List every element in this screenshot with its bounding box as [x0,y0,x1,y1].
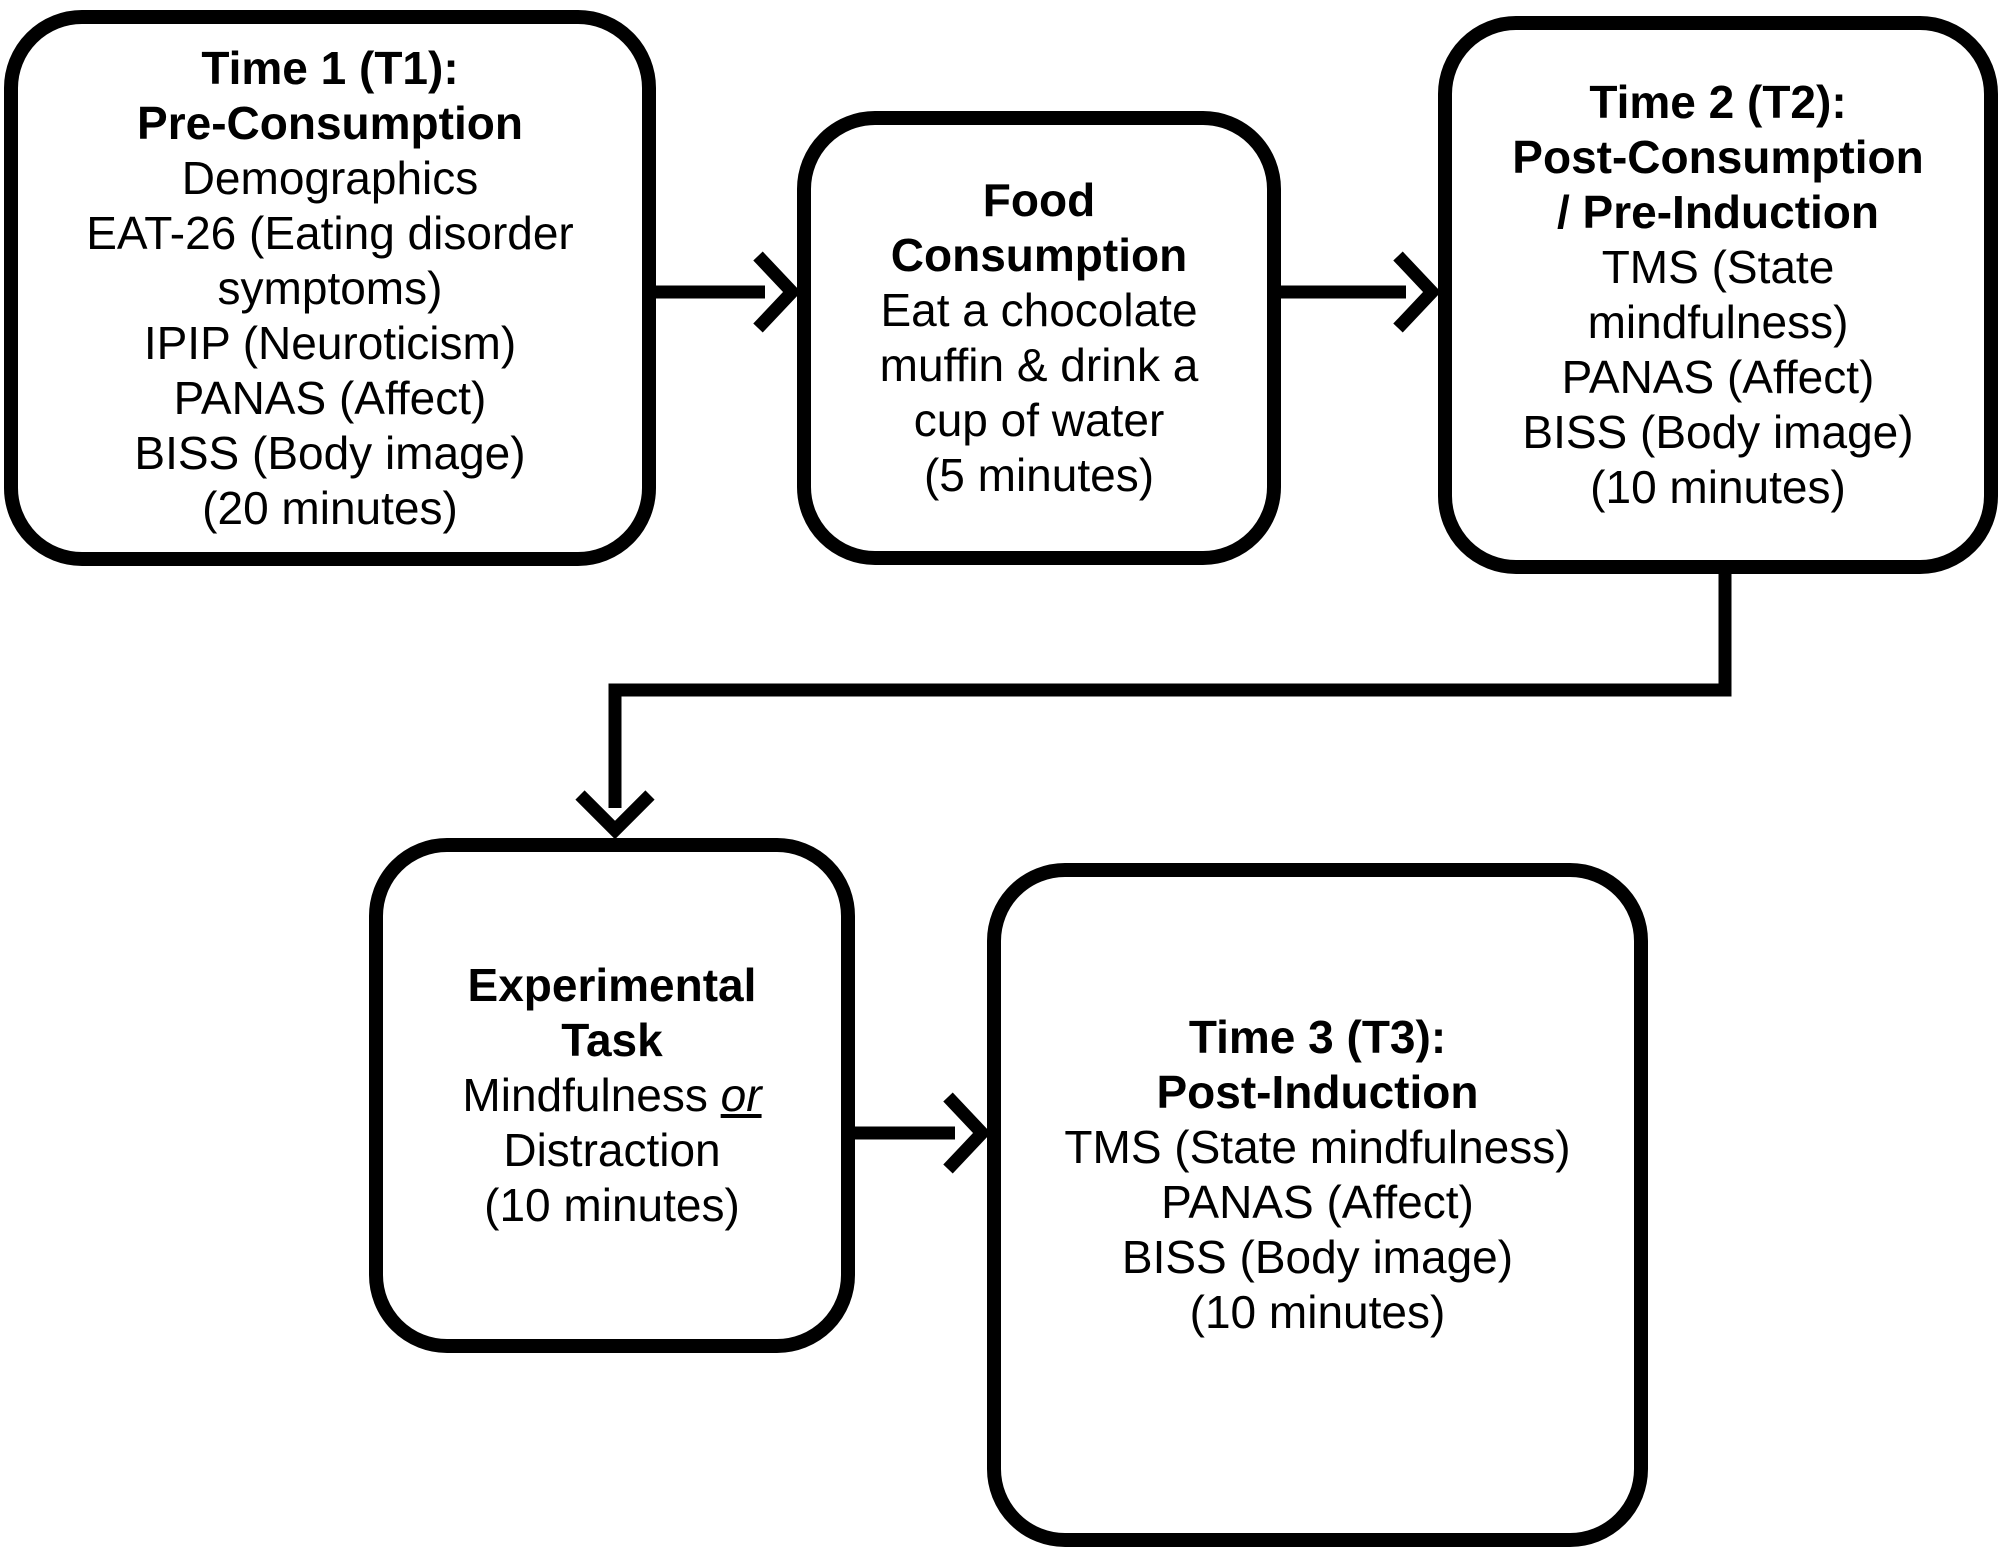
box-text-line: Eat a chocolate [880,284,1198,336]
box-text-line: symptoms) [217,261,443,314]
box-title-line: Post-Induction [1156,1066,1479,1118]
arrow-t1-to-food [656,251,801,333]
box-text-line: (20 minutes) [202,481,458,534]
box-text-line: TMS (State [1601,241,1835,293]
box-time1-pre-consumption: Time 1 (T1): Pre-Consumption Demographic… [4,10,656,566]
box-text-line: IPIP (Neuroticism) [143,316,517,369]
arrow-t2-to-experimental [575,574,1732,840]
box-text-line: muffin & drink a [879,339,1199,391]
box-text-line: PANAS (Affect) [1561,351,1875,403]
box-title-line: Experimental [467,959,757,1011]
box-experimental-task: Experimental Task Mindfulness or Distrac… [369,838,855,1353]
box-title-line: / Pre-Induction [1557,186,1879,238]
box-text-line: Mindfulness or [462,1068,761,1123]
box-text-line: mindfulness) [1587,296,1849,348]
box-text-line: (10 minutes) [1189,1286,1446,1338]
box-text-line: BISS (Body image) [1121,1231,1514,1283]
box-title-line: Post-Consumption [1512,131,1924,183]
box-text-line: cup of water [913,394,1165,446]
box-title-line: Consumption [890,229,1188,281]
box-title-line: Time 1 (T1): [201,41,459,94]
box-text-line: PANAS (Affect) [1161,1176,1474,1228]
box-text-line: (5 minutes) [923,449,1155,501]
box-text-line: PANAS (Affect) [173,371,487,424]
box-title-line: Food [982,174,1096,226]
box-text-line: (10 minutes) [1590,461,1846,513]
box-text-line: TMS (State mindfulness) [1064,1121,1571,1173]
condition-mindfulness: Mindfulness [462,1069,721,1121]
box-food-consumption: Food Consumption Eat a chocolate muffin … [797,111,1281,565]
box-text-line: Demographics [181,151,479,204]
box-text-line: EAT-26 (Eating disorder [86,206,574,259]
box-text-line: Distraction [503,1124,721,1176]
box-text-line: BISS (Body image) [134,426,526,479]
box-text-line: (10 minutes) [484,1179,740,1231]
condition-or-emphasis: or [720,1069,762,1121]
box-time2-post-consumption: Time 2 (T2): Post-Consumption / Pre-Indu… [1438,16,1998,574]
box-title-line: Pre-Consumption [137,96,523,149]
box-title-line: Time 3 (T3): [1188,1011,1447,1063]
box-title-line: Time 2 (T2): [1589,76,1847,128]
box-title-line: Task [561,1014,663,1066]
arrow-food-to-t2 [1281,251,1441,333]
box-text-line: BISS (Body image) [1522,406,1914,458]
arrow-experimental-to-t3 [855,1092,991,1174]
box-time3-post-induction: Time 3 (T3): Post-Induction TMS (State m… [987,863,1648,1547]
